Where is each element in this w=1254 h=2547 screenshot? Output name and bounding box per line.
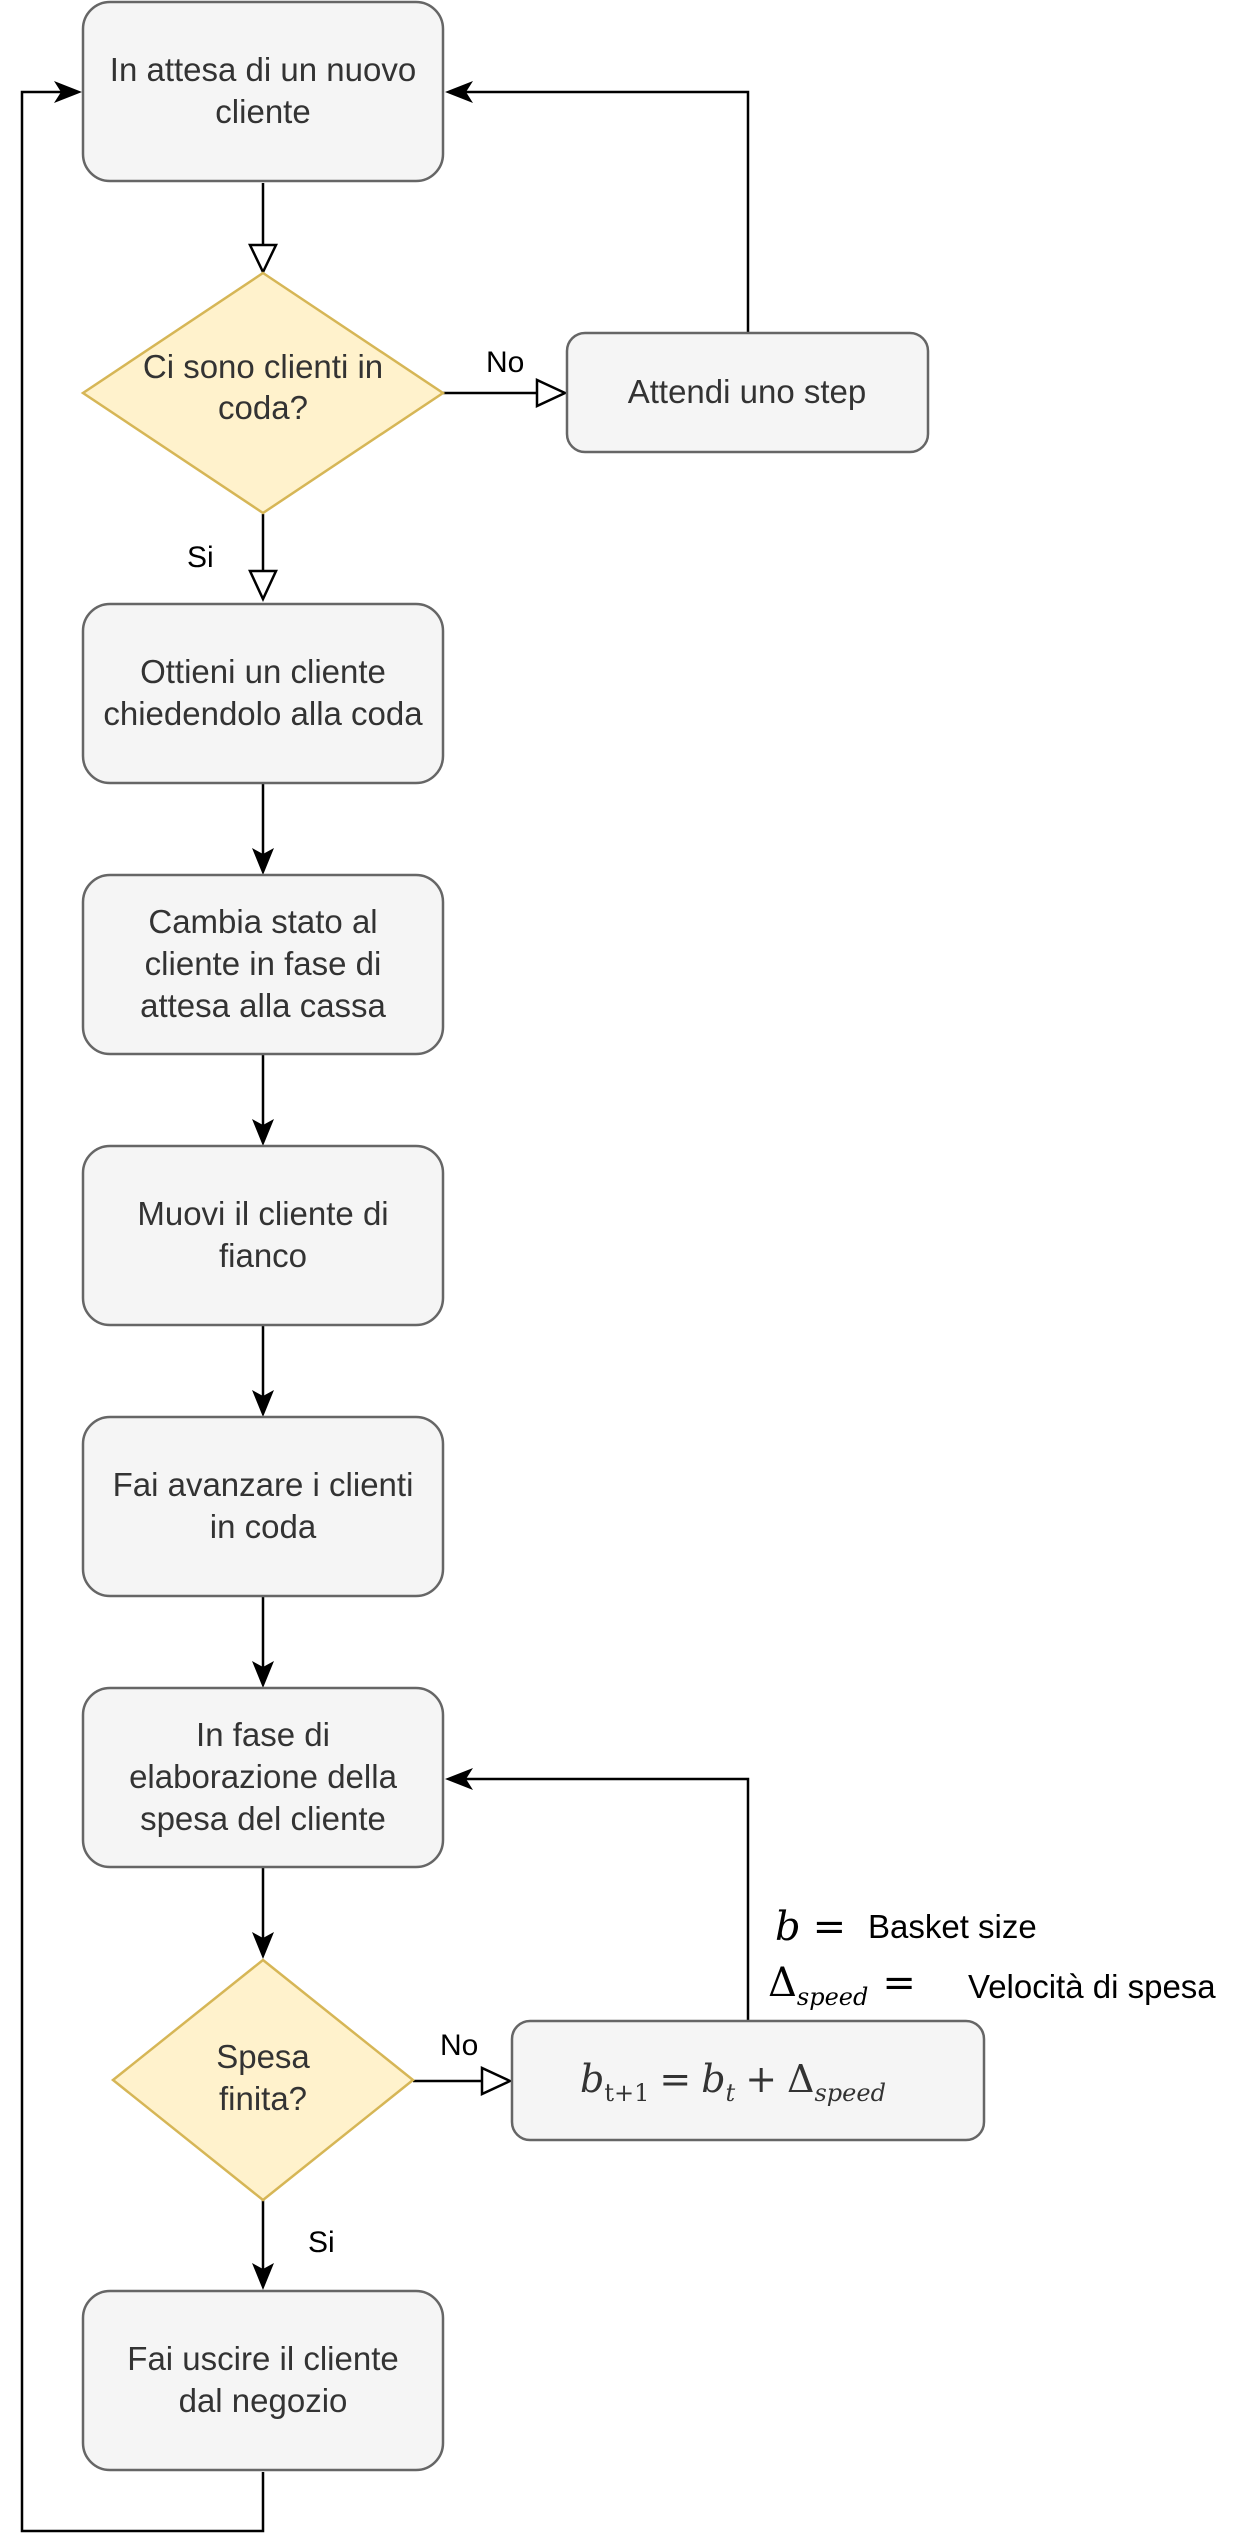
node-wait-new-customer: In attesa di un nuovo cliente <box>81 0 445 183</box>
edge-label-spending-yes: Si <box>308 2226 335 2259</box>
node-wait-step: Attendi uno step <box>565 331 930 454</box>
node-text-line: in coda <box>210 1508 317 1545</box>
formula-sub-t1: t+1 <box>604 2079 649 2107</box>
node-text-line: spesa del cliente <box>140 1800 386 1837</box>
formula-equals: = <box>659 2057 691 2101</box>
edge-change-to-move-head <box>252 1119 274 1146</box>
edge-label-spending-no: No <box>440 2029 478 2062</box>
edge-spending-no-head <box>480 2066 513 2096</box>
svg-text:bt+1=bt+Δspeed: bt+1=bt+Δspeed <box>580 2057 886 2107</box>
node-advance-queue: Fai avanzare i clienti in coda <box>81 1415 445 1598</box>
svg-text:Attendi uno step: Attendi uno step <box>628 373 867 410</box>
formula-sub-t: t <box>726 2079 736 2107</box>
node-text-line: In fase di <box>196 1716 330 1753</box>
edge-wait-step-back <box>465 90 750 332</box>
edge-advance-to-processing-head <box>252 1661 274 1688</box>
edge-wait-to-queue-check-head <box>248 243 278 275</box>
svg-text:b=: b= <box>775 1904 846 1950</box>
node-text-line: cliente <box>215 93 310 130</box>
node-exit-customer: Fai uscire il cliente dal negozio <box>81 2289 445 2472</box>
node-text-line: dal negozio <box>179 2382 348 2419</box>
node-text-line: fianco <box>219 1237 307 1274</box>
edge-label-queue-yes: Si <box>187 541 214 574</box>
node-processing: In fase di elaborazione della spesa del cl… <box>81 1686 445 1869</box>
edge-exit-loop <box>20 90 265 2533</box>
node-text-line: In attesa di un nuovo <box>110 51 416 88</box>
node-text-line: finita? <box>219 2080 307 2117</box>
formula-b: b <box>580 2057 604 2101</box>
edge-get-to-change-head <box>252 848 274 875</box>
node-text-line: chiedendolo alla coda <box>103 695 423 732</box>
legend-delta-symbol: Δ <box>768 1960 797 2006</box>
node-formula: bt+1=bt+Δspeed <box>510 2019 986 2142</box>
node-get-customer: Ottieni un cliente chiedendolo alla coda <box>81 602 445 785</box>
node-text-line: attesa alla cassa <box>140 987 386 1024</box>
edge-label-queue-no: No <box>486 346 524 379</box>
node-text-line: Muovi il cliente di <box>137 1195 388 1232</box>
legend-basket-label: Basket size <box>868 1908 1037 1945</box>
legend-b-symbol: b <box>775 1904 801 1950</box>
edge-formula-back-head <box>445 1768 473 1790</box>
node-text-line: cliente in fase di <box>145 945 382 982</box>
edge-queue-check-yes-head <box>248 569 278 602</box>
node-move-customer: Muovi il cliente di fianco <box>81 1144 445 1327</box>
node-text-line: elaborazione della <box>129 1758 398 1795</box>
legend-delta-sub: speed <box>797 1983 868 2011</box>
formula-b2: b <box>701 2057 725 2101</box>
edge-move-to-advance-head <box>252 1390 274 1417</box>
formula-sub-speed: speed <box>814 2079 885 2107</box>
decision-spending-done: Spesa finita? <box>110 1958 416 2202</box>
edge-spending-yes-head <box>252 2263 274 2290</box>
legend-delta-equals: = <box>882 1960 916 2006</box>
legend-speed-label: Velocità di spesa <box>968 1968 1216 2005</box>
node-text-line: Ottieni un cliente <box>140 653 386 690</box>
node-text-line: Attendi uno step <box>628 373 867 410</box>
node-text-line: Spesa <box>216 2038 310 2075</box>
legend: b= Basket size Δspeed= Velocità di spesa <box>768 1904 1216 2011</box>
formula-delta: Δ <box>787 2057 814 2101</box>
node-text-line: Fai avanzare i clienti <box>113 1466 414 1503</box>
edge-processing-to-spending-head <box>252 1932 274 1959</box>
formula-plus: + <box>745 2057 777 2101</box>
legend-b-equals: = <box>813 1904 847 1950</box>
node-text-line: Ci sono clienti in <box>143 348 383 385</box>
node-change-state: Cambia stato al cliente in fase di attesa … <box>81 873 445 1056</box>
node-text-line: Fai uscire il cliente <box>127 2340 398 2377</box>
edge-wait-step-back-head <box>445 81 473 103</box>
svg-text:Δspeed=: Δspeed = <box>768 1960 916 2011</box>
edge-formula-back <box>465 1777 750 2020</box>
edge-exit-loop-head <box>54 81 82 103</box>
node-text-line: coda? <box>218 389 308 426</box>
edge-queue-check-no-head <box>535 378 568 408</box>
decision-queue-check: Ci sono clienti in coda? <box>80 271 446 515</box>
edges <box>20 81 750 2533</box>
node-text-line: Cambia stato al <box>148 903 377 940</box>
